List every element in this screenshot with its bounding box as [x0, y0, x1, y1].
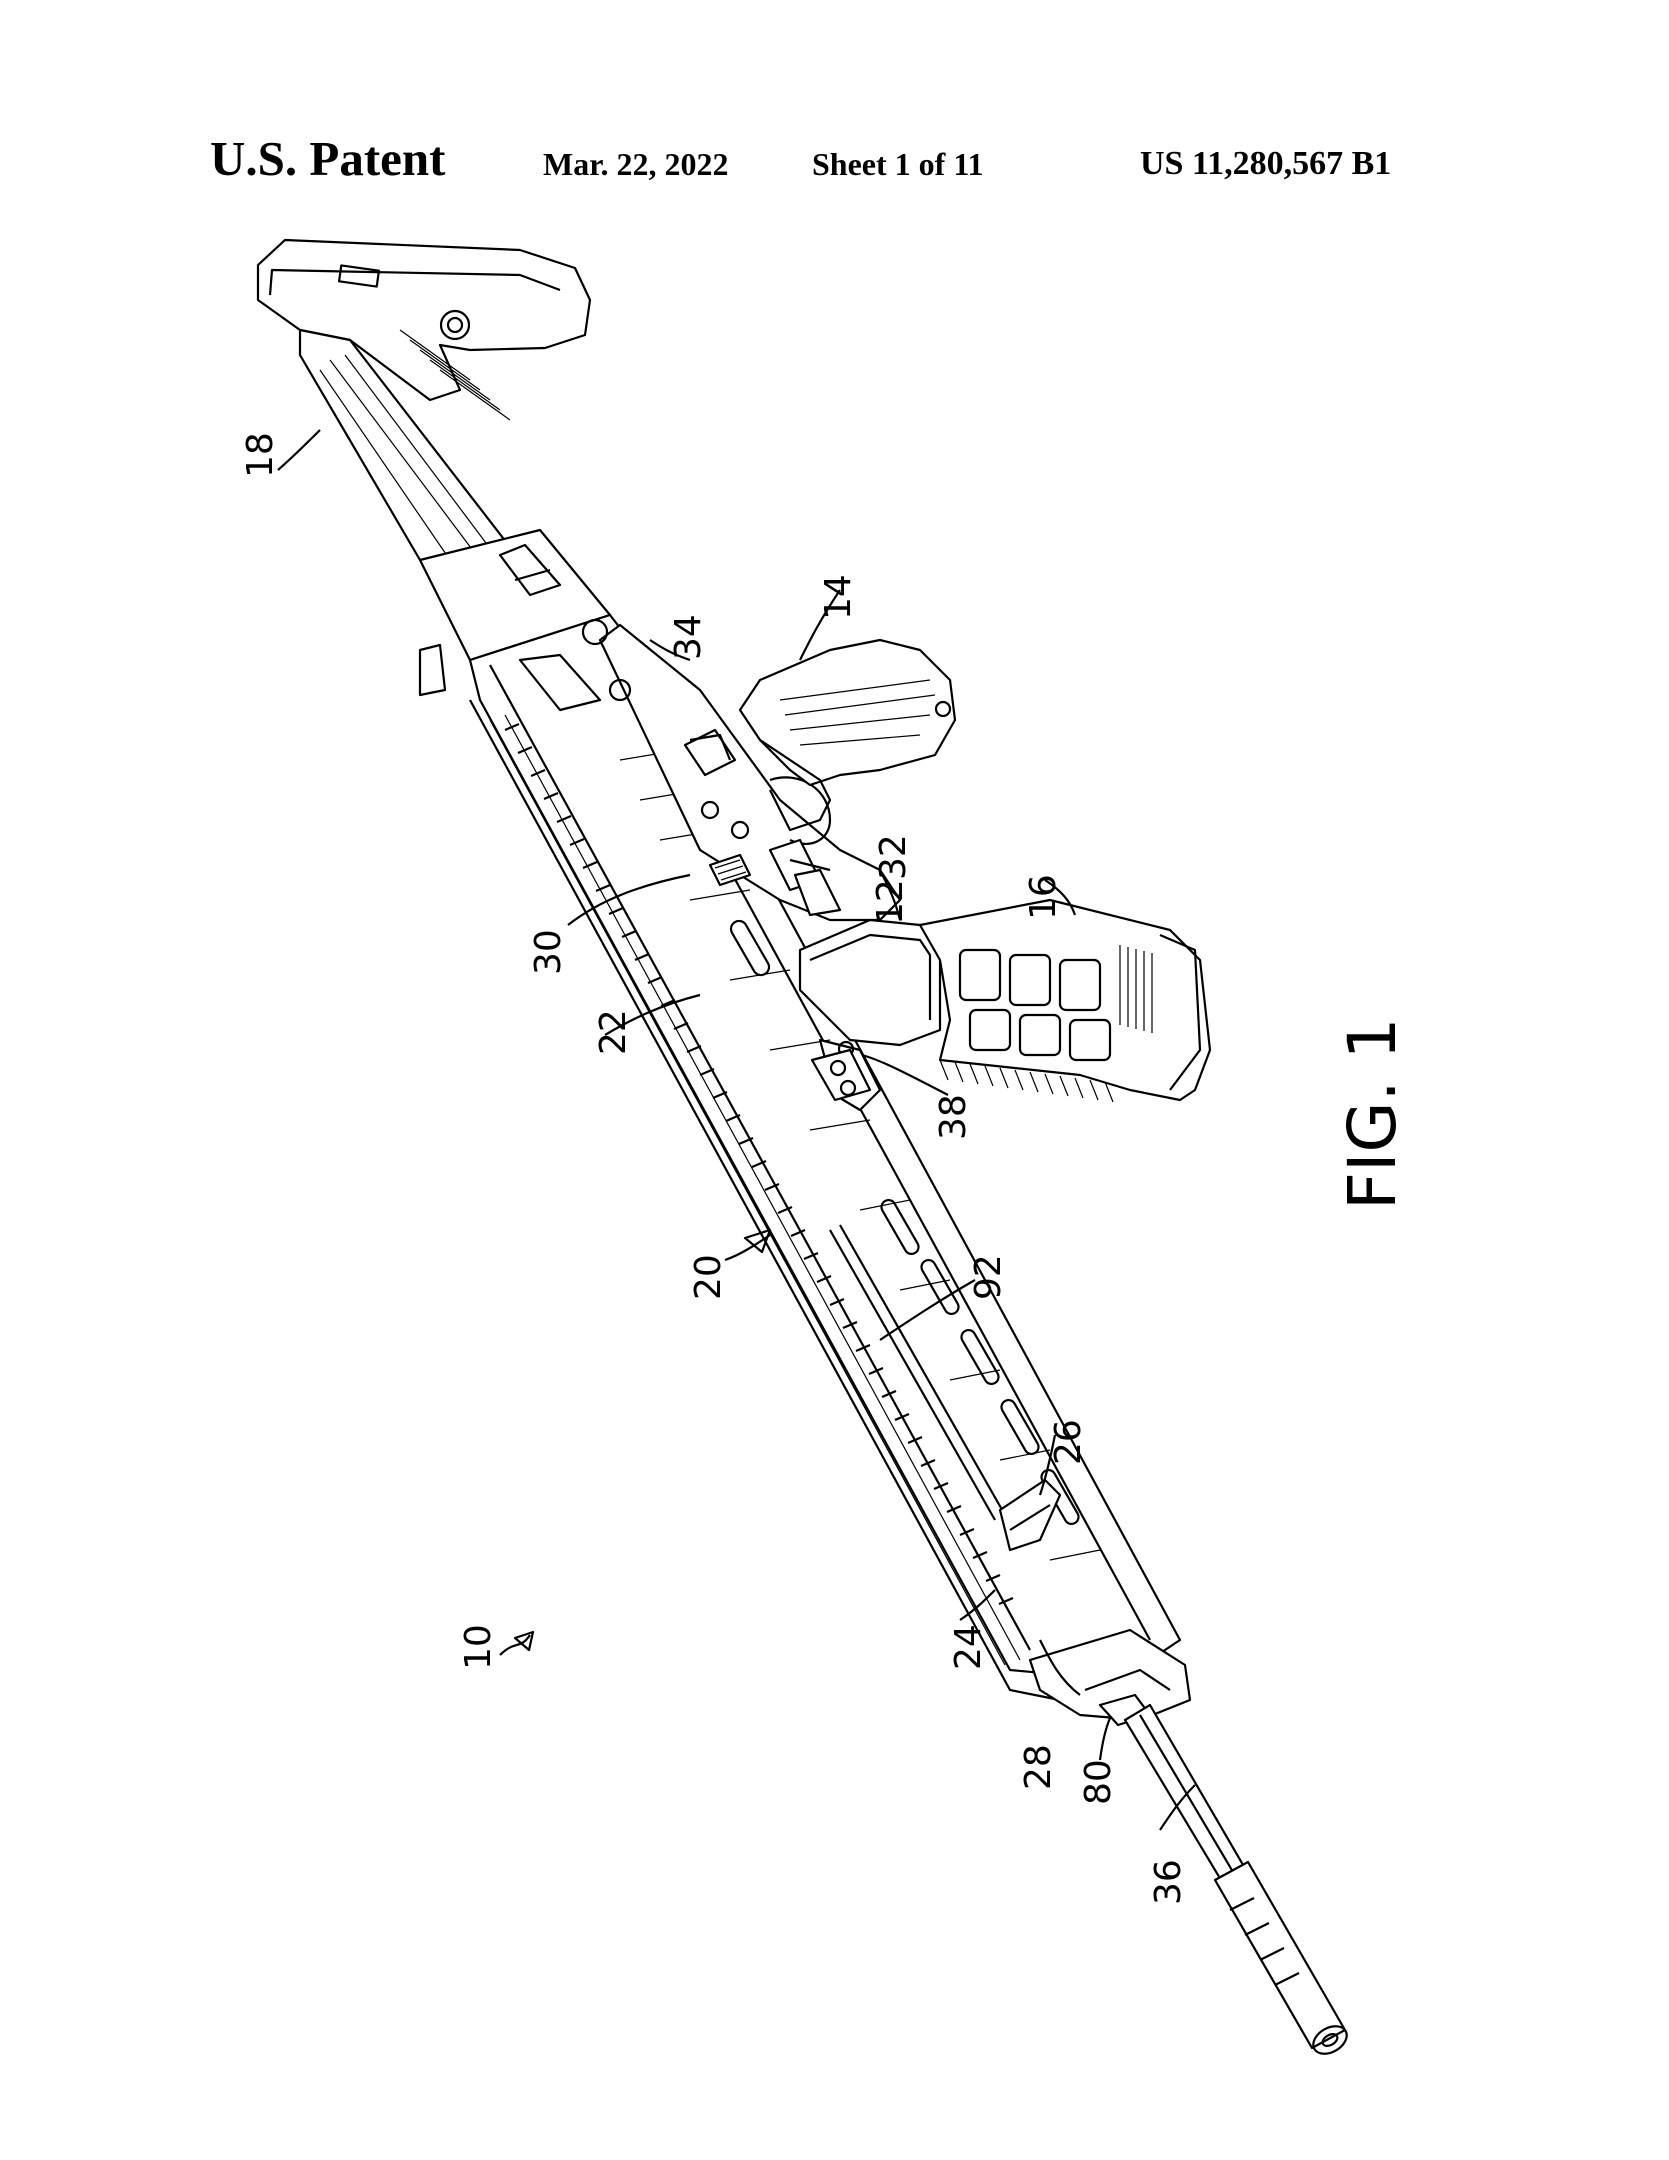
ref-36: 34	[668, 614, 709, 660]
front-cap	[1028, 1628, 1192, 1722]
receiver-extension	[418, 528, 612, 697]
ref-30: 36	[1148, 1859, 1189, 1905]
ref-92: 92	[968, 1254, 1009, 1300]
ref-28: 28	[1018, 1744, 1059, 1790]
patent-date: Mar. 22, 2022	[543, 146, 729, 182]
barrel-assembly	[1028, 1628, 1348, 2055]
muzzle-brake	[1213, 1860, 1347, 2050]
ref-12: 12	[870, 879, 911, 925]
pistol-grip	[738, 638, 957, 832]
leader-lines	[277, 429, 1196, 1831]
ref-26: 26	[1048, 1419, 1089, 1465]
lower-receiver	[581, 618, 942, 1112]
ref-18: 18	[240, 432, 281, 478]
patent-title: U.S. Patent	[210, 131, 446, 186]
ref-80: 80	[1078, 1759, 1119, 1805]
picatinny-rail	[489, 714, 1021, 1666]
ref-34: 32	[873, 834, 914, 880]
figure-label: FIG. 1	[1334, 1017, 1411, 1210]
patent-number: US 11,280,567 B1	[1140, 145, 1392, 182]
ref-38: 38	[933, 1094, 974, 1140]
ref-22: 22	[593, 1009, 634, 1055]
ref-16: 16	[1023, 874, 1064, 920]
ref-32: 30	[528, 929, 569, 975]
ref-10: 10	[458, 1624, 499, 1670]
sheet-number: Sheet 1 of 11	[812, 146, 984, 182]
charging-handle	[998, 1478, 1062, 1552]
magazine	[918, 898, 1212, 1103]
reference-labels: 18 14 34 32 12 16 30 22 38 20 92 26 10 2…	[240, 432, 1411, 1905]
magwell	[798, 918, 942, 1047]
ref-14: 14	[818, 574, 859, 620]
buttstock	[256, 238, 592, 582]
ref-20: 20	[688, 1254, 729, 1300]
handguard	[468, 613, 1182, 1702]
rod-92	[829, 1229, 996, 1521]
ref-24: 24	[948, 1624, 989, 1670]
